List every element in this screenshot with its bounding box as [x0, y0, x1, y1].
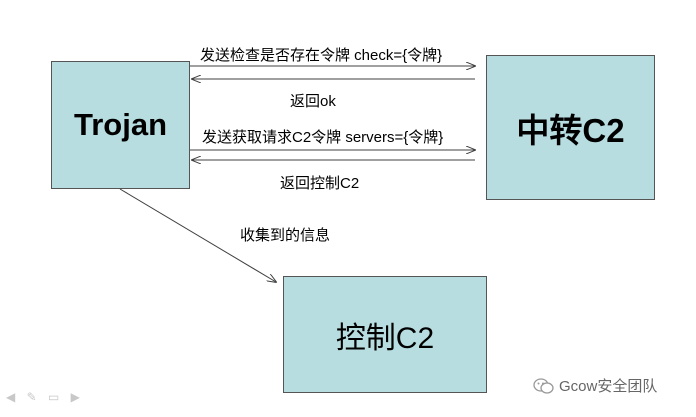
node-control-c2-label: 控制C2 — [335, 321, 435, 355]
edge-label-collected-info: 收集到的信息 — [240, 227, 331, 244]
node-trojan: Trojan — [51, 61, 190, 189]
edge-label-return-control: 返回控制C2 — [280, 175, 360, 192]
edge-label-return-ok: 返回ok — [290, 93, 336, 110]
node-control-c2: 控制C2 — [283, 276, 487, 393]
node-relay-c2: 中转C2 — [486, 55, 655, 200]
edge-label-fetch-request: 发送获取请求C2令牌 servers={令牌} — [202, 129, 444, 146]
arrow-collected-info — [119, 188, 276, 282]
edge-label-check-request: 发送检查是否存在令牌 check={令牌} — [200, 47, 443, 64]
watermark-text: Gcow安全团队 — [559, 378, 658, 395]
watermark: Gcow安全团队 — [533, 375, 657, 396]
node-relay-c2-label: 中转C2 — [516, 111, 625, 149]
wechat-icon — [533, 377, 554, 394]
slide-nav-controls[interactable]: ◀ ✎ ▭ ▶ — [6, 390, 84, 404]
node-trojan-label: Trojan — [73, 107, 167, 142]
